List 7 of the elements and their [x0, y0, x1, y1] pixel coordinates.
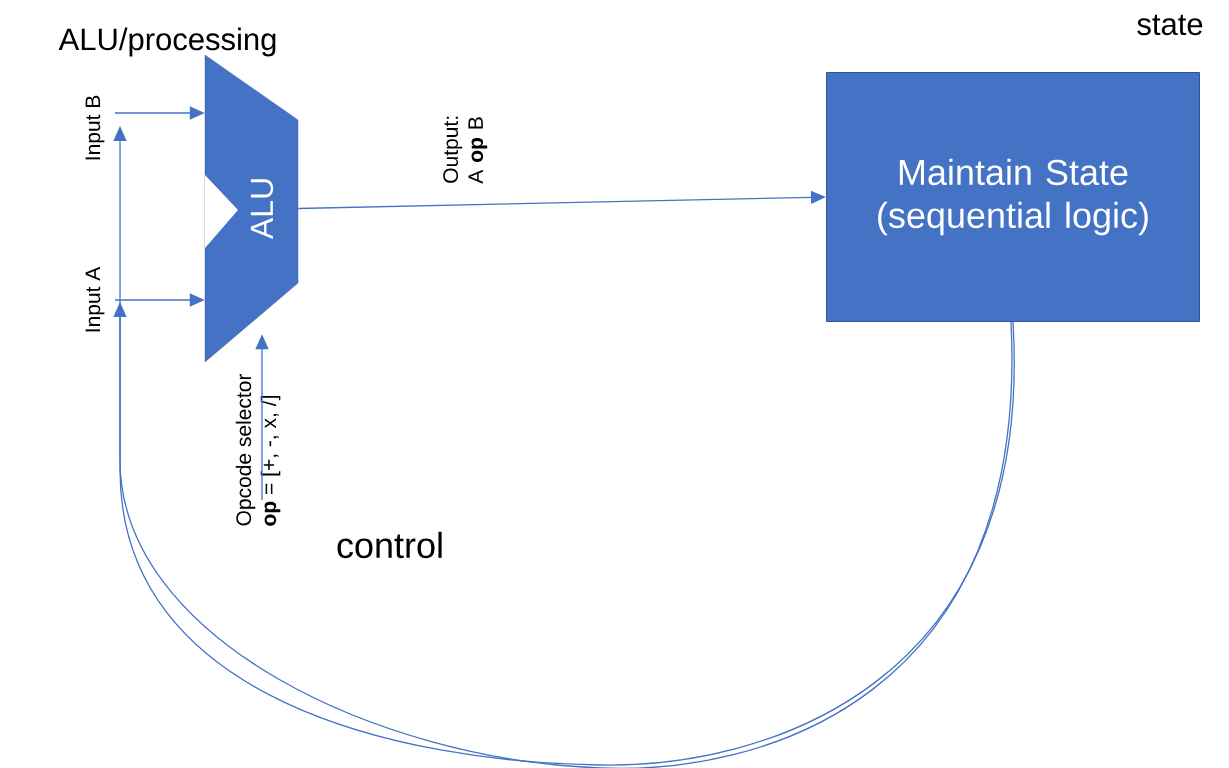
heading: ALU/processing — [58, 27, 276, 57]
heading: state — [1137, 14, 1203, 36]
process-box: Maintain State (sequential logic) — [826, 72, 1200, 322]
input-label: Input A — [85, 266, 105, 332]
arrow — [113, 126, 1014, 766]
section-label: control — [337, 531, 442, 559]
input-label: Input B — [85, 95, 105, 160]
